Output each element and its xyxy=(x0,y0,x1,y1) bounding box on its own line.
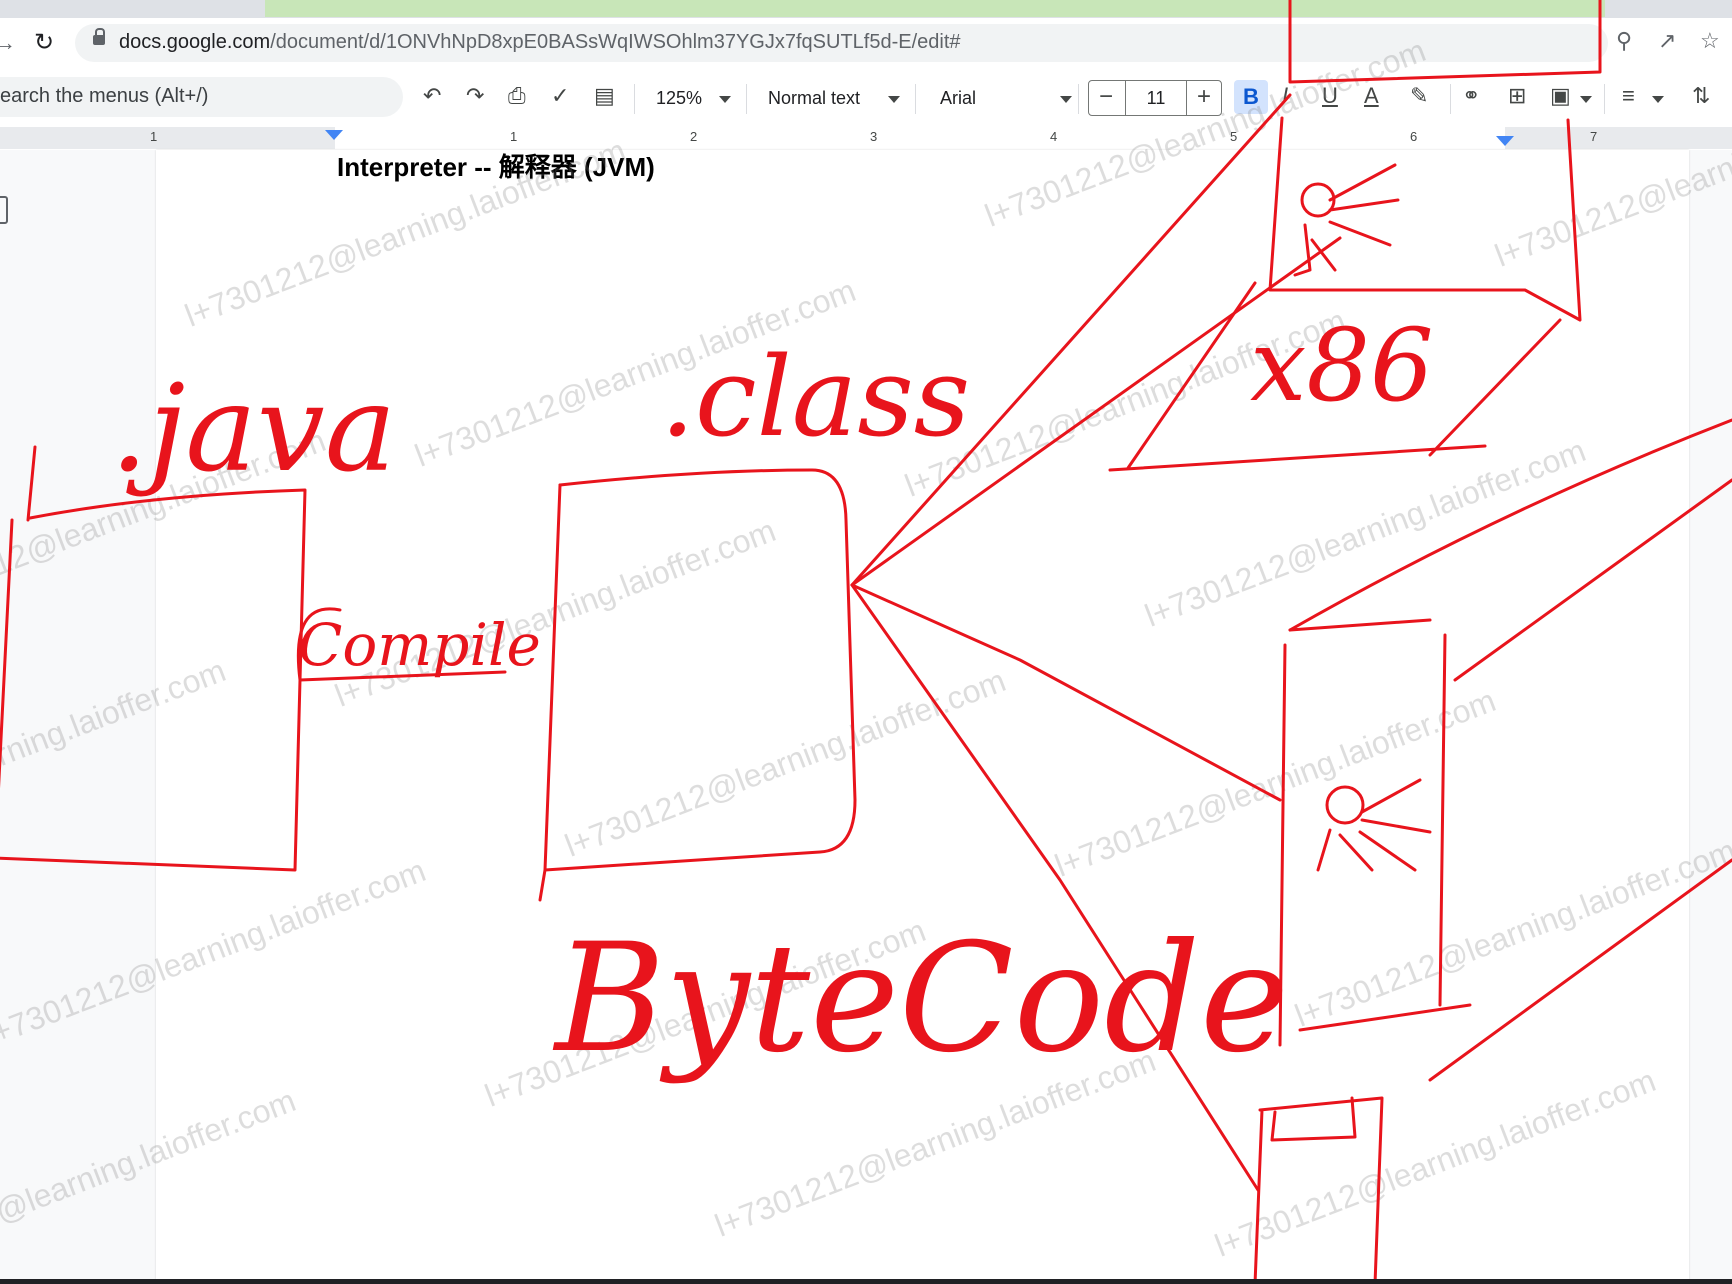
omnibox[interactable] xyxy=(75,24,1608,62)
align-left-icon[interactable]: ≡ xyxy=(1622,83,1635,108)
forward-icon[interactable]: → xyxy=(0,30,16,55)
text-color-icon[interactable]: A xyxy=(1364,83,1379,108)
underline-icon[interactable]: U xyxy=(1322,83,1338,108)
outline-icon[interactable] xyxy=(0,196,8,224)
font-size-stepper[interactable]: − 11 + xyxy=(1088,80,1222,116)
undo-icon[interactable]: ↶ xyxy=(423,83,442,108)
right-edge-ink xyxy=(1288,418,1732,682)
decrease-font-size-button[interactable]: − xyxy=(1099,83,1114,110)
ruler-number: 3 xyxy=(870,129,878,144)
middle-device-ink xyxy=(1278,618,1472,1047)
document-page[interactable] xyxy=(156,150,1689,1280)
ruler-number: 1 xyxy=(150,129,158,144)
menu-search-box[interactable]: earch the menus (Alt+/) xyxy=(0,77,403,117)
x86-box-ink xyxy=(1268,116,1582,322)
reload-icon[interactable]: ↻ xyxy=(34,29,55,56)
ruler-number: 5 xyxy=(1230,129,1238,144)
arrow-to-x86-ink xyxy=(850,236,1342,587)
document-heading[interactable]: Interpreter -- 解释器 (JVM) xyxy=(337,152,655,182)
class-box-ink xyxy=(543,483,562,872)
x86-base-ink xyxy=(1108,281,1562,472)
font-size-input[interactable]: 11 xyxy=(1125,81,1187,115)
bold-button[interactable]: B xyxy=(1234,80,1268,114)
toolbar-divider xyxy=(915,84,916,114)
toolbar-divider xyxy=(1604,84,1605,114)
bottom-device-ink xyxy=(1253,1096,1384,1284)
highlight-icon[interactable]: ✎ xyxy=(1410,83,1429,108)
right-edge-ink xyxy=(1428,858,1732,1082)
increase-font-size-button[interactable]: + xyxy=(1197,83,1212,110)
chevron-down-icon[interactable] xyxy=(1652,96,1664,103)
url-host: docs.google.com xyxy=(119,31,271,53)
ruler-number: 2 xyxy=(690,129,698,144)
bottom-edge xyxy=(0,1279,1732,1284)
left-indent-marker[interactable] xyxy=(325,130,343,140)
compile-ink xyxy=(296,607,342,682)
chevron-down-icon[interactable] xyxy=(719,96,731,103)
toolbar-divider xyxy=(634,84,635,114)
ruler-number: 4 xyxy=(1050,129,1058,144)
spellcheck-icon[interactable]: ✓ xyxy=(551,83,570,108)
toolbar-divider xyxy=(1450,84,1451,114)
person-body-ink xyxy=(1316,778,1432,872)
ruler-left-margin xyxy=(0,127,335,149)
italic-icon[interactable]: I xyxy=(1282,83,1289,108)
lock-icon[interactable] xyxy=(93,28,105,45)
java-label: .java xyxy=(110,360,396,499)
compile-underline-ink xyxy=(298,670,507,682)
link-icon[interactable]: ⚭ xyxy=(1462,83,1481,108)
style-select[interactable]: Normal text xyxy=(768,88,861,108)
image-icon[interactable]: ▣ xyxy=(1550,83,1571,108)
url-path: /document/d/1ONVhNpD8xpE0BASsWqIWSOhlm37… xyxy=(270,31,961,53)
java-box-ink xyxy=(26,445,37,522)
toolbar-divider xyxy=(1078,84,1079,114)
ruler-right-margin xyxy=(1505,127,1732,149)
share-icon[interactable]: ↗ xyxy=(1658,28,1677,53)
ruler-number: 6 xyxy=(1410,129,1418,144)
bottom-device-ink xyxy=(1270,1096,1357,1142)
menu-search-placeholder: earch the menus (Alt+/) xyxy=(0,85,209,107)
compile-label: Compile xyxy=(298,611,541,679)
ruler-number: 1 xyxy=(510,129,518,144)
print-icon[interactable]: ⎙ xyxy=(508,83,526,108)
zoom-icon[interactable]: ⚲ xyxy=(1616,28,1633,53)
arrow-to-top-device-ink xyxy=(850,93,1292,587)
bookmark-star-icon[interactable]: ☆ xyxy=(1700,28,1720,53)
redo-icon[interactable]: ↷ xyxy=(466,83,485,108)
person-body-ink xyxy=(1293,163,1400,277)
java-box-ink xyxy=(0,488,307,872)
person-head-ink xyxy=(1325,785,1365,825)
x86-label: x86 xyxy=(1250,307,1434,424)
class-label: .class xyxy=(660,333,970,461)
chevron-down-icon[interactable] xyxy=(1060,96,1072,103)
class-box-ink xyxy=(538,468,857,902)
chevron-down-icon[interactable] xyxy=(1580,96,1592,103)
bytecode-label: ByteCode xyxy=(552,912,1289,1086)
toolbar-divider xyxy=(746,84,747,114)
browser-active-tab[interactable] xyxy=(265,0,1605,17)
paint-format-icon[interactable]: ▤ xyxy=(594,83,615,108)
url-text[interactable]: docs.google.com/document/d/1ONVhNpD8xpE0… xyxy=(119,31,961,54)
top-device-ink xyxy=(1288,0,1602,84)
comment-icon[interactable]: ⊞ xyxy=(1508,83,1527,108)
person-head-ink xyxy=(1300,182,1336,218)
zoom-select[interactable]: 125% xyxy=(656,88,703,108)
chevron-down-icon[interactable] xyxy=(888,96,900,103)
arrow-to-bottom-device-ink xyxy=(850,583,1260,1192)
arrow-to-mid-device-ink xyxy=(850,583,1282,802)
right-indent-marker[interactable] xyxy=(1496,136,1514,146)
font-select[interactable]: Arial xyxy=(940,88,977,108)
ruler-number: 7 xyxy=(1590,129,1598,144)
line-spacing-icon[interactable]: ⇅ xyxy=(1692,83,1711,108)
